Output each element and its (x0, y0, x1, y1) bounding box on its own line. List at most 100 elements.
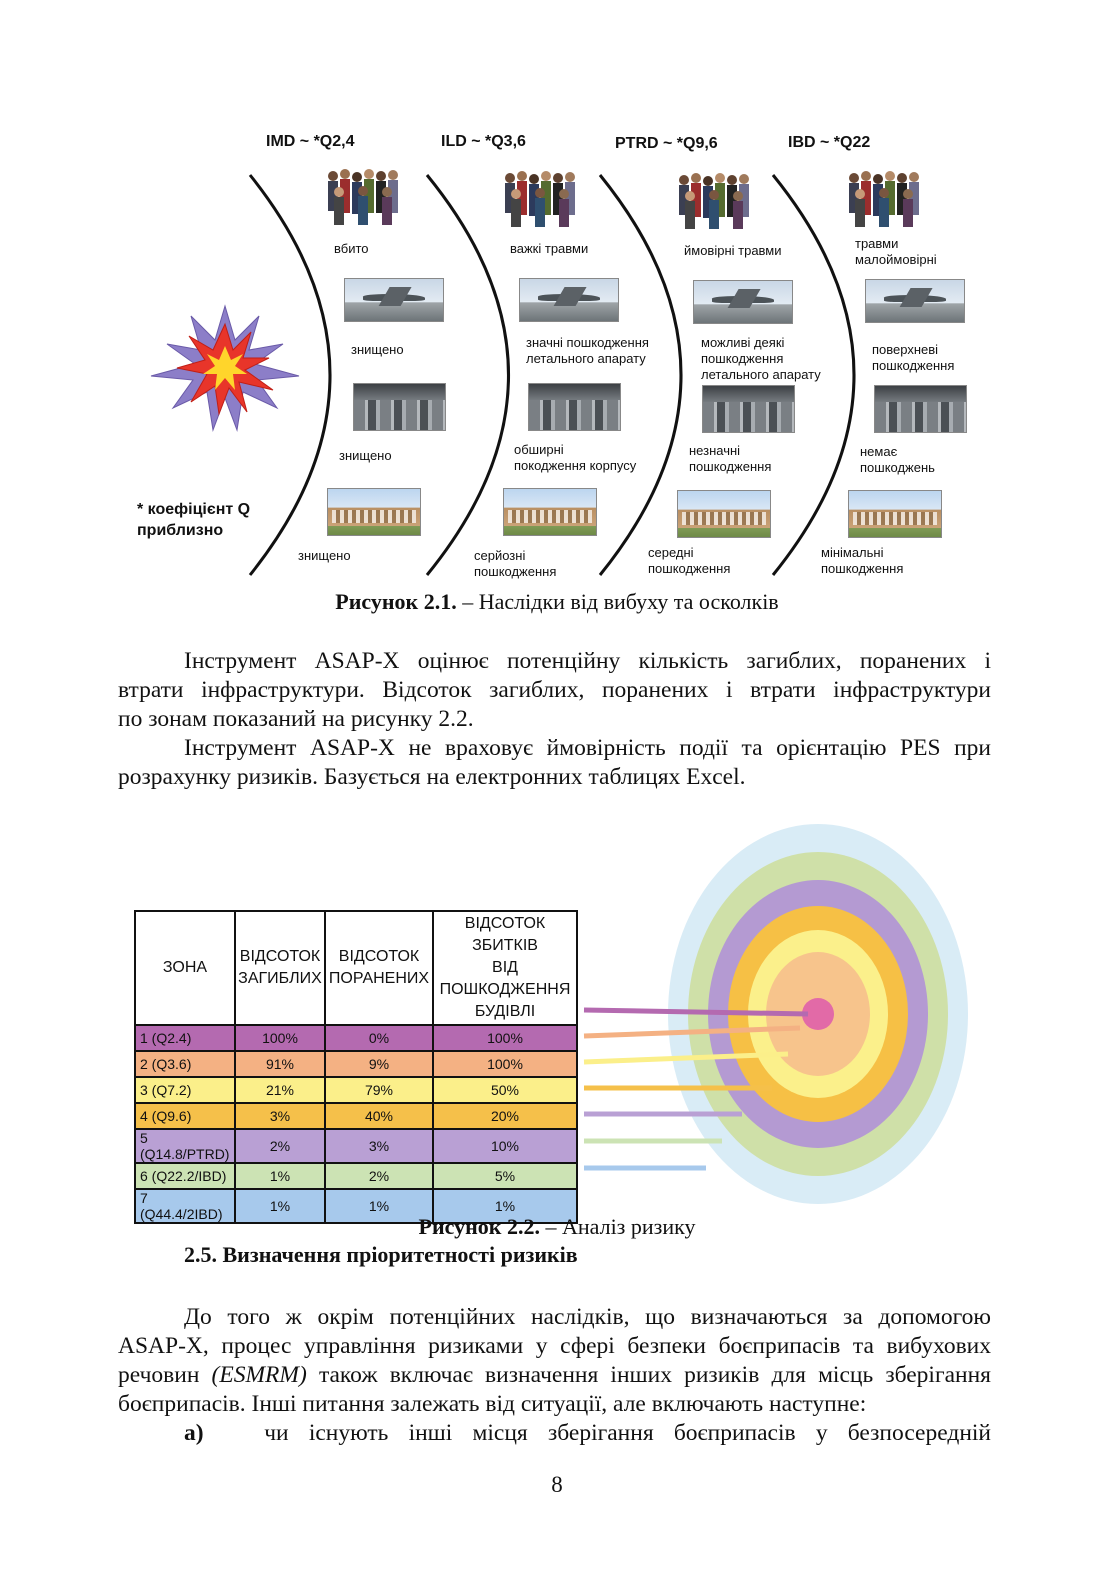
paragraph-text: речовин (118, 1362, 212, 1388)
paragraph-line: втрати інфраструктури. Відсоток загиблих… (118, 677, 991, 703)
column-header-zone: ЗОНА (134, 910, 236, 1026)
target-graphic (583, 824, 968, 1204)
figure-2-1-caption-text: – Наслідки від вибуху та осколків (456, 589, 779, 614)
paragraph-text: також включає визначення інших ризиків д… (306, 1362, 991, 1388)
building-image-1 (327, 488, 421, 536)
zone1-aircraft-label: знищено (351, 342, 404, 357)
killed-cell: 100% (234, 1024, 326, 1052)
zone3-vehicles-label: незначні пошкодження (689, 443, 772, 474)
section-heading: 2.5. Визначення пріоритетності ризиків (184, 1242, 578, 1267)
killed-cell: 2% (234, 1128, 326, 1164)
table-row: 2 (Q3.6)91%9%100% (134, 1050, 578, 1078)
zone3-aircraft-label: можливі деякі пошкодження летального апа… (701, 335, 821, 382)
injured-cell: 40% (324, 1102, 434, 1130)
paragraph-text: боєприпасів. Інші питання залежать від с… (118, 1391, 867, 1417)
zone-cell: 2 (Q3.6) (134, 1050, 236, 1078)
zone-cell: 6 (Q22.2/IBD) (134, 1162, 236, 1190)
aircraft-image-4 (865, 279, 965, 323)
building-image-2 (503, 488, 597, 536)
aircraft-image-1 (344, 278, 444, 322)
zone-cell: 5 (Q14.8/PTRD) (134, 1128, 236, 1164)
damage-cell: 1% (432, 1188, 578, 1224)
table-row: 7 (Q44.4/2IBD)1%1%1% (134, 1188, 578, 1224)
injured-cell: 2% (324, 1162, 434, 1190)
table-row: 1 (Q2.4)100%0%100% (134, 1024, 578, 1052)
list-item-a: а) чи існують інші місця зберігання боєп… (118, 1419, 991, 1448)
damage-cell: 100% (432, 1024, 578, 1052)
figure-blast-effects: IMD ~ *Q2,4 ILD ~ *Q3,6 PTRD ~ *Q9,6 IBD… (0, 0, 1114, 590)
damage-cell: 10% (432, 1128, 578, 1164)
blast-arc-1 (248, 174, 332, 576)
zone-title-ild: ILD ~ *Q3,6 (441, 133, 526, 150)
table-row: 6 (Q22.2/IBD)1%2%5% (134, 1162, 578, 1190)
paragraph-risk-priorities: До того ж окрім потенційних наслідків, щ… (118, 1303, 991, 1448)
paragraph-line: До того ж окрім потенційних наслідків, щ… (118, 1303, 991, 1332)
blast-arc-4 (771, 174, 856, 576)
page-number: 8 (551, 1472, 563, 1497)
aircraft-image-2 (519, 278, 619, 322)
damage-cell: 5% (432, 1162, 578, 1190)
paragraph-line: речовин (ESMRM) також включає визначення… (118, 1361, 991, 1390)
paragraph-text: ASAP-X, процес управління ризиками у сфе… (118, 1333, 991, 1359)
list-item-text: чи існують інші місця зберігання боєприп… (264, 1420, 991, 1446)
connector-line (583, 1051, 789, 1065)
zone4-aircraft-label: поверхневі пошкодження (872, 342, 955, 373)
paragraph-line: розрахунку ризиків. Базується на електро… (118, 764, 746, 790)
zone2-building-label: серйозні пошкодження (474, 548, 557, 579)
injured-cell: 1% (324, 1188, 434, 1224)
figure-2-1-caption-label: Рисунок 2.1. (335, 589, 457, 614)
building-image-4 (848, 490, 942, 538)
explosion-icon (150, 304, 300, 432)
zone2-people-label: важкі травми (510, 241, 589, 256)
damage-cell: 100% (432, 1050, 578, 1078)
injured-cell: 0% (324, 1024, 434, 1052)
killed-cell: 1% (234, 1188, 326, 1224)
zone1-vehicles-label: знищено (339, 448, 392, 463)
crowd-image-2 (505, 171, 575, 227)
zone3-people-label: ймовірні травми (684, 243, 782, 258)
zone-cell: 4 (Q9.6) (134, 1102, 236, 1130)
aircraft-image-3 (693, 280, 793, 324)
zone1-people-label: вбито (334, 241, 369, 256)
zone-title-ibd: IBD ~ *Q22 (788, 134, 871, 151)
zone1-building-label: знищено (298, 548, 351, 563)
paragraph-asap-x-estimates: Інструмент ASAP-X оцінює потенційну кіль… (118, 647, 991, 792)
paragraph-line: ASAP-X, процес управління ризиками у сфе… (118, 1332, 991, 1361)
crowd-image-3 (679, 173, 749, 229)
table-row: 5 (Q14.8/PTRD)2%3%10% (134, 1128, 578, 1164)
paragraph-line: по зонам показаний на рисунку 2.2. (118, 706, 474, 732)
zone3-building-label: середні пошкодження (648, 545, 731, 576)
vehicles-image-4 (874, 385, 967, 433)
blast-arc-3 (598, 174, 683, 576)
zone4-building-label: мінімальні пошкодження (821, 545, 904, 576)
paragraph-text: До того ж окрім потенційних наслідків, щ… (184, 1304, 991, 1330)
connector-line (583, 1025, 801, 1039)
building-image-3 (677, 490, 771, 538)
killed-cell: 1% (234, 1162, 326, 1190)
figure-2-1-caption: Рисунок 2.1. – Наслідки від вибуху та ос… (0, 589, 1114, 615)
killed-cell: 91% (234, 1050, 326, 1078)
paragraph-line: боєприпасів. Інші питання залежать від с… (118, 1390, 991, 1419)
paragraph-line: Інструмент ASAP-X не враховує ймовірніст… (184, 735, 991, 761)
zone4-people-label: травми малоймовірні (855, 236, 937, 267)
vehicles-image-3 (702, 385, 795, 433)
blast-arcs-graphic (150, 174, 856, 576)
injured-cell: 79% (324, 1076, 434, 1104)
paragraph-line: Інструмент ASAP-X оцінює потенційну кіль… (184, 648, 991, 674)
table-row: 3 (Q7.2)21%79%50% (134, 1076, 578, 1104)
killed-cell: 3% (234, 1102, 326, 1130)
zone-cell: 1 (Q2.4) (134, 1024, 236, 1052)
zone-title-imd: IMD ~ *Q2,4 (266, 133, 355, 150)
crowd-image-1 (328, 169, 398, 225)
table-row: 4 (Q9.6)3%40%20% (134, 1102, 578, 1130)
q-coefficient-note: * коефіцієнт Q приблизно (137, 501, 251, 539)
damage-cell: 50% (432, 1076, 578, 1104)
list-item-label: а) (184, 1420, 204, 1446)
